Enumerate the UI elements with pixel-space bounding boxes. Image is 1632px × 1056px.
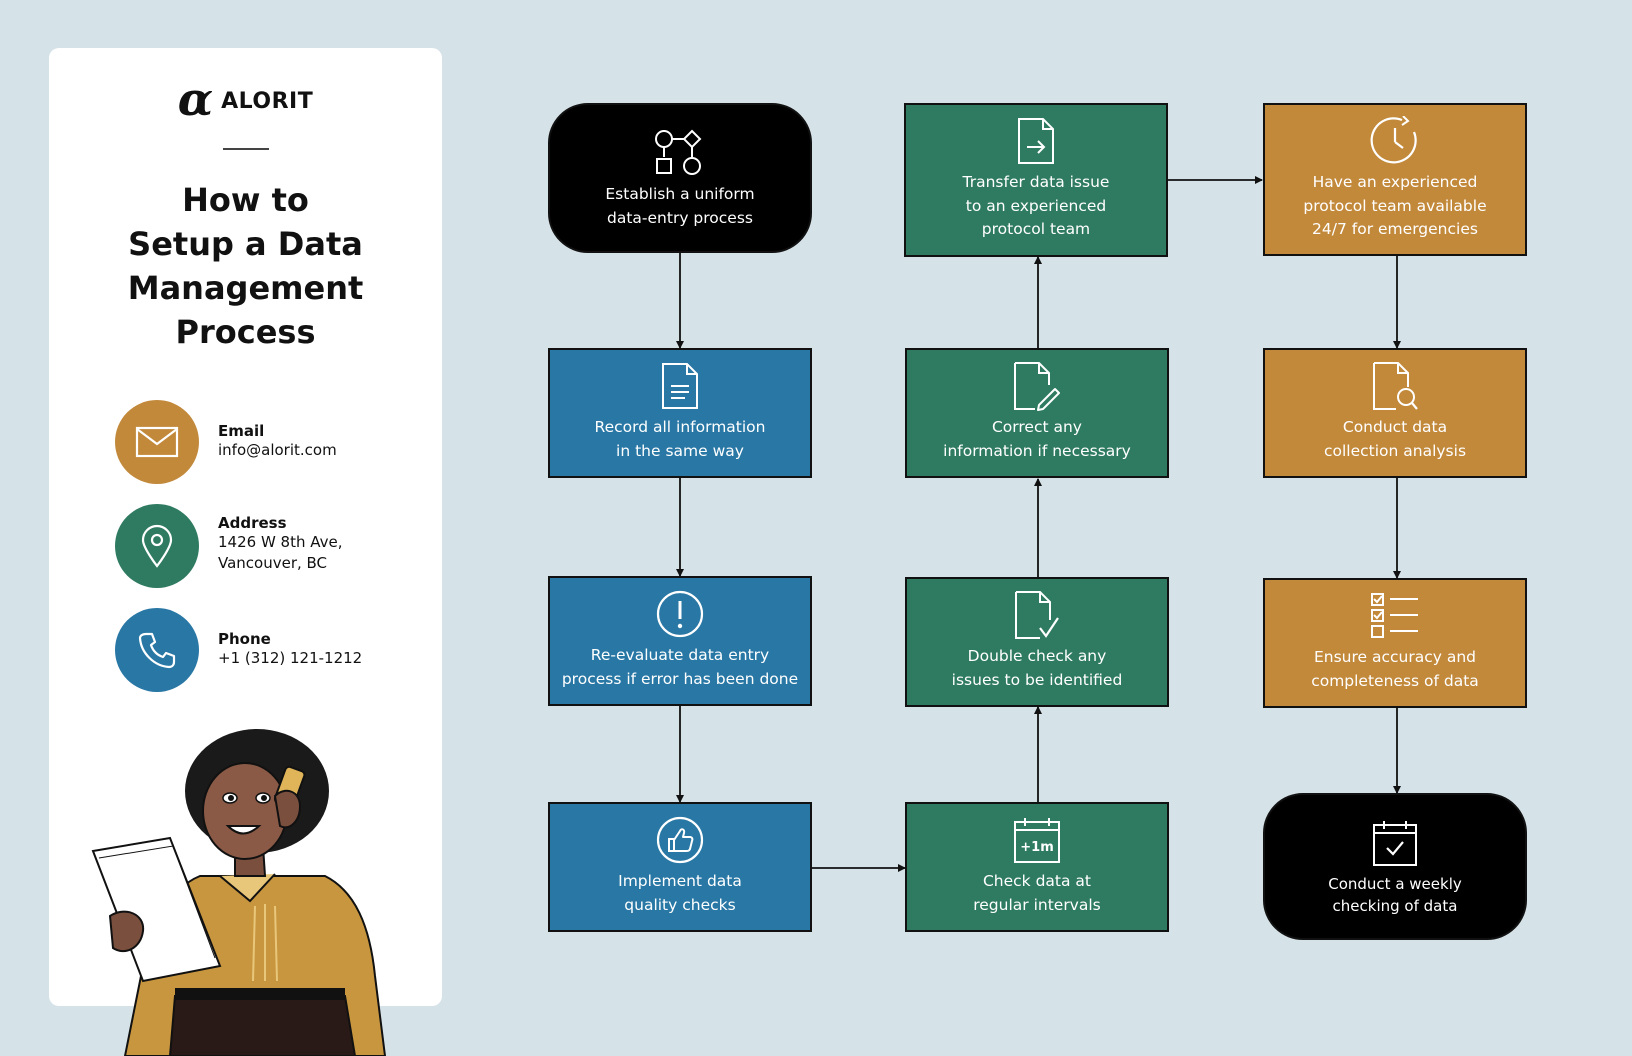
step-8-node[interactable]: Transfer data issue to an experienced pr…	[904, 103, 1168, 257]
document-check-icon	[1014, 589, 1060, 641]
step-2-label: Record all information in the same way	[594, 418, 766, 460]
step-3-node[interactable]: Re-evaluate data entry process if error …	[548, 576, 812, 706]
contact-address: Address 1426 W 8th Ave, Vancouver, BC	[115, 504, 435, 590]
brand: α ALORIT	[49, 72, 442, 126]
step-6-node[interactable]: Double check any issues to be identified	[905, 577, 1169, 707]
step-2-node[interactable]: Record all information in the same way	[548, 348, 812, 478]
divider	[223, 148, 269, 150]
document-search-icon	[1372, 360, 1418, 412]
document-transfer-icon	[1017, 115, 1055, 167]
calendar-icon-text: +1m	[1020, 840, 1053, 855]
step-1-label: Establish a uniform data-entry process	[605, 185, 755, 227]
step-5-label: Check data at regular intervals	[973, 872, 1101, 914]
step-12-node[interactable]: Conduct a weekly checking of data	[1263, 793, 1527, 940]
location-pin-icon	[115, 504, 199, 588]
contact-email-label: Email	[218, 422, 265, 440]
document-icon	[661, 360, 699, 412]
clock-icon	[1370, 115, 1420, 167]
brand-name: ALORIT	[221, 88, 314, 114]
step-11-node[interactable]: Ensure accuracy and completeness of data	[1263, 578, 1527, 708]
document-edit-icon	[1013, 360, 1061, 412]
contact-email: Email info@alorit.com	[115, 400, 435, 486]
step-12-label: Conduct a weekly checking of data	[1328, 875, 1462, 915]
step-6-label: Double check any issues to be identified	[951, 647, 1123, 689]
phone-icon	[115, 608, 199, 692]
step-11-label: Ensure accuracy and completeness of data	[1311, 648, 1479, 690]
step-9-label: Have an experienced protocol team availa…	[1303, 173, 1487, 238]
calendar-plus-month-icon: +1m	[1012, 814, 1062, 866]
step-10-node[interactable]: Conduct data collection analysis	[1263, 348, 1527, 478]
step-9-node[interactable]: Have an experienced protocol team availa…	[1263, 103, 1527, 256]
page-title-text: How to Setup a Data Management Process	[127, 181, 364, 351]
calendar-check-icon	[1372, 817, 1418, 869]
contact-address-value: 1426 W 8th Ave, Vancouver, BC	[218, 533, 343, 572]
contact-email-value[interactable]: info@alorit.com	[218, 441, 337, 459]
alpha-logo-icon: α	[177, 72, 214, 126]
page-title: How to Setup a Data Management Process	[89, 178, 402, 354]
step-7-node[interactable]: Correct any information if necessary	[905, 348, 1169, 478]
contact-address-label: Address	[218, 514, 287, 532]
woman-on-phone-illustration	[91, 729, 387, 1056]
step-5-node[interactable]: +1m Check data at regular intervals	[905, 802, 1169, 932]
exclamation-icon	[655, 588, 705, 640]
thumbs-up-icon	[655, 814, 705, 866]
step-4-label: Implement data quality checks	[618, 872, 742, 914]
flowchart-icon	[654, 127, 706, 179]
checklist-icon	[1370, 590, 1420, 642]
step-8-label: Transfer data issue to an experienced pr…	[962, 173, 1110, 238]
step-10-label: Conduct data collection analysis	[1323, 418, 1467, 460]
step-3-label: Re-evaluate data entry process if error …	[561, 646, 799, 688]
step-7-label: Correct any information if necessary	[943, 418, 1131, 460]
contact-phone: Phone +1 (312) 121-1212	[115, 608, 435, 694]
contact-phone-value[interactable]: +1 (312) 121-1212	[218, 649, 363, 667]
step-4-node[interactable]: Implement data quality checks	[548, 802, 812, 932]
step-1-node[interactable]: Establish a uniform data-entry process	[548, 103, 812, 253]
contact-phone-label: Phone	[218, 630, 271, 648]
envelope-icon	[115, 400, 199, 484]
